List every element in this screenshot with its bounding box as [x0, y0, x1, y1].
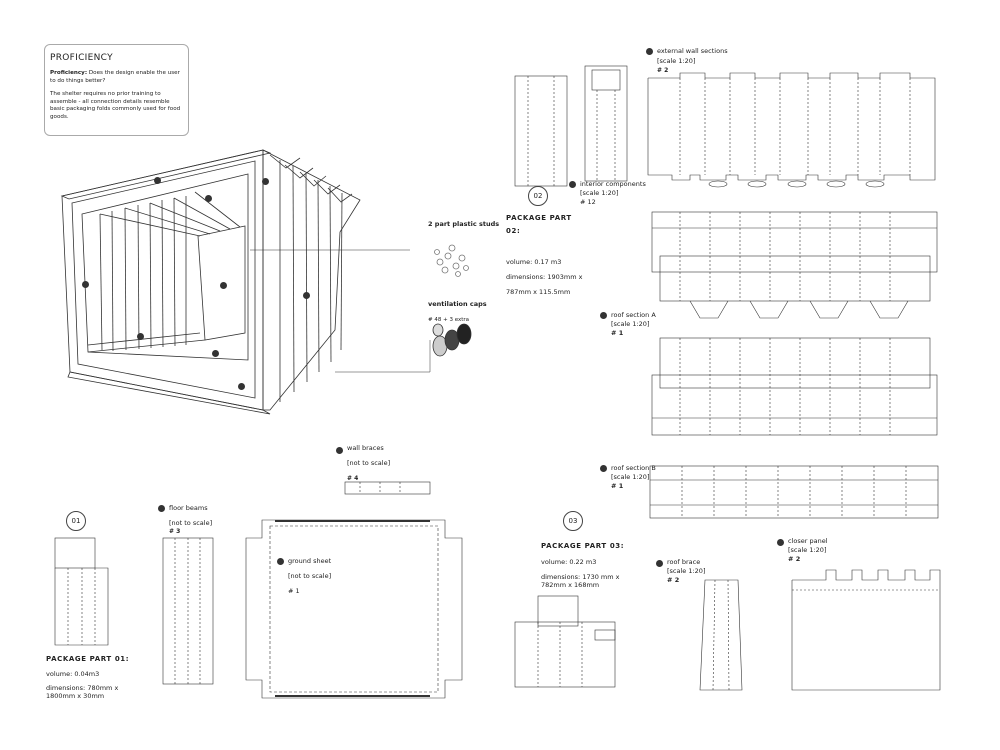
package-01-drawing — [54, 537, 109, 646]
roof-b-marker — [600, 465, 607, 472]
proficiency-card: PROFICIENCY Proficiency: Does the design… — [44, 44, 189, 136]
interior-scale: [scale 1:20] — [580, 189, 619, 197]
shelter-marker — [238, 383, 245, 390]
caps-qty: # 48 + 3 extra — [428, 317, 470, 323]
package-02-dimensions: dimensions: 1903mm x 787mm x 115.5mm — [506, 273, 583, 296]
closer-panel-marker — [777, 539, 784, 546]
shelter-marker — [220, 282, 227, 289]
closer-panel-drawing — [791, 569, 941, 691]
wall-braces-drawing — [344, 481, 431, 495]
external-wall-name: external wall sections — [657, 47, 728, 55]
interior-components-drawing — [514, 65, 628, 187]
package-03-number: 03 — [563, 511, 583, 531]
roof-brace-scale: [scale 1:20] — [667, 567, 706, 575]
shelter-marker — [262, 178, 269, 185]
roof-a-drawing — [651, 211, 938, 436]
roof-b-drawing — [649, 465, 939, 519]
package-01-volume: volume: 0.04m3 — [46, 670, 100, 678]
ground-sheet-name: ground sheet — [288, 557, 332, 565]
shelter-marker — [82, 281, 89, 288]
shelter-marker — [303, 292, 310, 299]
caps-label: ventilation caps — [428, 300, 487, 308]
roof-b-qty: # 1 — [611, 482, 624, 490]
caps-illustration — [432, 323, 472, 357]
card-question-text: Does the design enable the user to do th… — [50, 70, 180, 84]
card-title: PROFICIENCY — [50, 53, 113, 63]
floor-beams-name: floor beams — [169, 504, 208, 512]
studs-illustration — [434, 244, 469, 277]
shelter-marker — [154, 177, 161, 184]
wall-braces-scale: [not to scale] — [347, 459, 391, 467]
ground-sheet-marker — [277, 558, 284, 565]
external-wall-scale: [scale 1:20] — [657, 57, 696, 65]
shelter-isometric — [60, 149, 361, 415]
closer-panel-name: closer panel — [788, 537, 828, 545]
roof-brace-marker — [656, 560, 663, 567]
roof-brace-qty: # 2 — [667, 576, 680, 584]
roof-a-name: roof section A — [611, 311, 656, 319]
floor-beams-qty: # 3 — [169, 528, 181, 535]
external-wall-drawing — [647, 72, 936, 188]
interior-name: interior components — [580, 180, 646, 188]
roof-brace-name: roof brace — [667, 558, 701, 566]
shelter-marker — [212, 350, 219, 357]
package-02-volume: volume: 0.17 m3 — [506, 258, 562, 266]
external-wall-qty: # 2 — [657, 67, 669, 74]
closer-panel-qty: # 2 — [788, 555, 801, 563]
card-question: Proficiency: Does the design enable the … — [50, 70, 183, 85]
floor-beams-marker — [158, 505, 165, 512]
shelter-marker — [205, 195, 212, 202]
studs-label: 2 part plastic studs — [428, 220, 500, 228]
roof-a-qty: # 1 — [611, 329, 624, 337]
package-03-drawing — [514, 595, 616, 688]
wall-braces-marker — [336, 447, 343, 454]
roof-b-name: roof section B — [611, 464, 656, 472]
package-02-number: 02 — [528, 186, 548, 206]
shelter-marker — [137, 333, 144, 340]
roof-brace-drawing — [699, 579, 743, 691]
floor-beams-drawing — [162, 537, 214, 685]
package-03-title: PACKAGE PART 03: — [541, 542, 625, 550]
roof-a-scale: [scale 1:20] — [611, 320, 650, 328]
package-03-dimensions: dimensions: 1730 mm x 782mm x 168mm — [541, 573, 620, 589]
external-wall-marker — [646, 48, 653, 55]
wall-braces-qty: # 4 — [347, 475, 359, 482]
ground-sheet-scale: [not to scale] — [288, 572, 332, 580]
roof-b-scale: [scale 1:20] — [611, 473, 650, 481]
card-question-label: Proficiency: — [50, 70, 88, 76]
interior-qty: # 12 — [580, 198, 596, 206]
package-01-number: 01 — [66, 511, 86, 531]
package-03-volume: volume: 0.22 m3 — [541, 558, 597, 566]
package-01-title: PACKAGE PART 01: — [46, 655, 130, 663]
closer-panel-scale: [scale 1:20] — [788, 546, 827, 554]
package-01-dimensions: dimensions: 780mm x 1800mm x 30mm — [46, 684, 119, 700]
floor-beams-scale: [not to scale] — [169, 519, 213, 527]
wall-braces-name: wall braces — [347, 444, 384, 452]
ground-sheet-drawing — [245, 519, 463, 699]
ground-sheet-qty: # 1 — [288, 587, 300, 595]
interior-marker — [569, 181, 576, 188]
card-answer: The shelter requires no prior training t… — [50, 91, 181, 120]
roof-a-marker — [600, 312, 607, 319]
package-02-title: PACKAGE PART 02: — [506, 214, 572, 235]
